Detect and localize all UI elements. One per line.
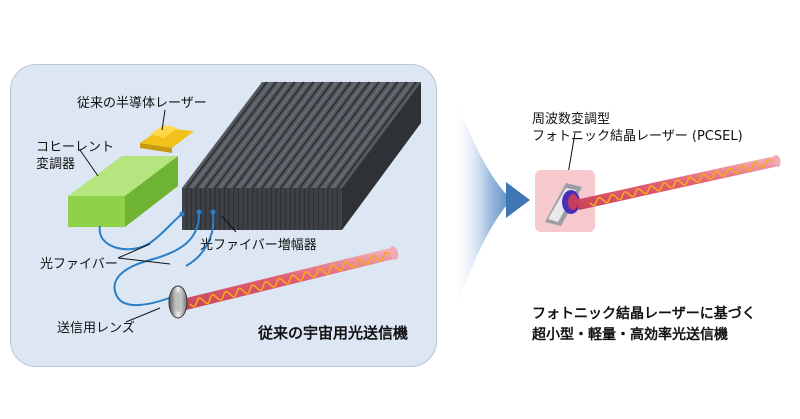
conventional-laser-beam bbox=[178, 246, 399, 310]
label-optical-fiber: 光ファイバー bbox=[40, 257, 118, 272]
optical-fibers bbox=[98, 211, 215, 306]
label-new-system-line1: フォトニック結晶レーザーに基づく bbox=[532, 306, 756, 322]
heat-sink-fins bbox=[186, 81, 417, 230]
coherent-modulator-block bbox=[68, 156, 178, 227]
fiber-ports bbox=[179, 209, 216, 217]
label-coherent-modulator-line1: コヒーレント bbox=[36, 140, 115, 155]
label-new-system-line2: 超小型・軽量・高効率光送信機 bbox=[532, 327, 728, 343]
fiber-amplifier-block bbox=[182, 81, 421, 230]
label-pcsel-line2: フォトニック結晶レーザー (PCSEL) bbox=[532, 129, 743, 144]
label-semiconductor-laser: 従来の半導体レーザー bbox=[77, 96, 207, 111]
label-conventional-system: 従来の宇宙用光送信機 bbox=[258, 324, 409, 342]
label-coherent-modulator-line2: 変調器 bbox=[36, 157, 76, 172]
label-pcsel-line1: 周波数変調型 bbox=[532, 112, 611, 127]
leader-lines bbox=[79, 109, 576, 323]
transmit-lens bbox=[168, 285, 188, 319]
semiconductor-laser-chip bbox=[140, 125, 194, 153]
label-fiber-amplifier: 光ファイバー増幅器 bbox=[200, 238, 317, 253]
pcsel-device bbox=[535, 170, 595, 232]
pcsel-laser-beam bbox=[575, 155, 781, 210]
transition-arrow bbox=[452, 88, 530, 322]
label-transmit-lens: 送信用レンズ bbox=[57, 321, 135, 336]
